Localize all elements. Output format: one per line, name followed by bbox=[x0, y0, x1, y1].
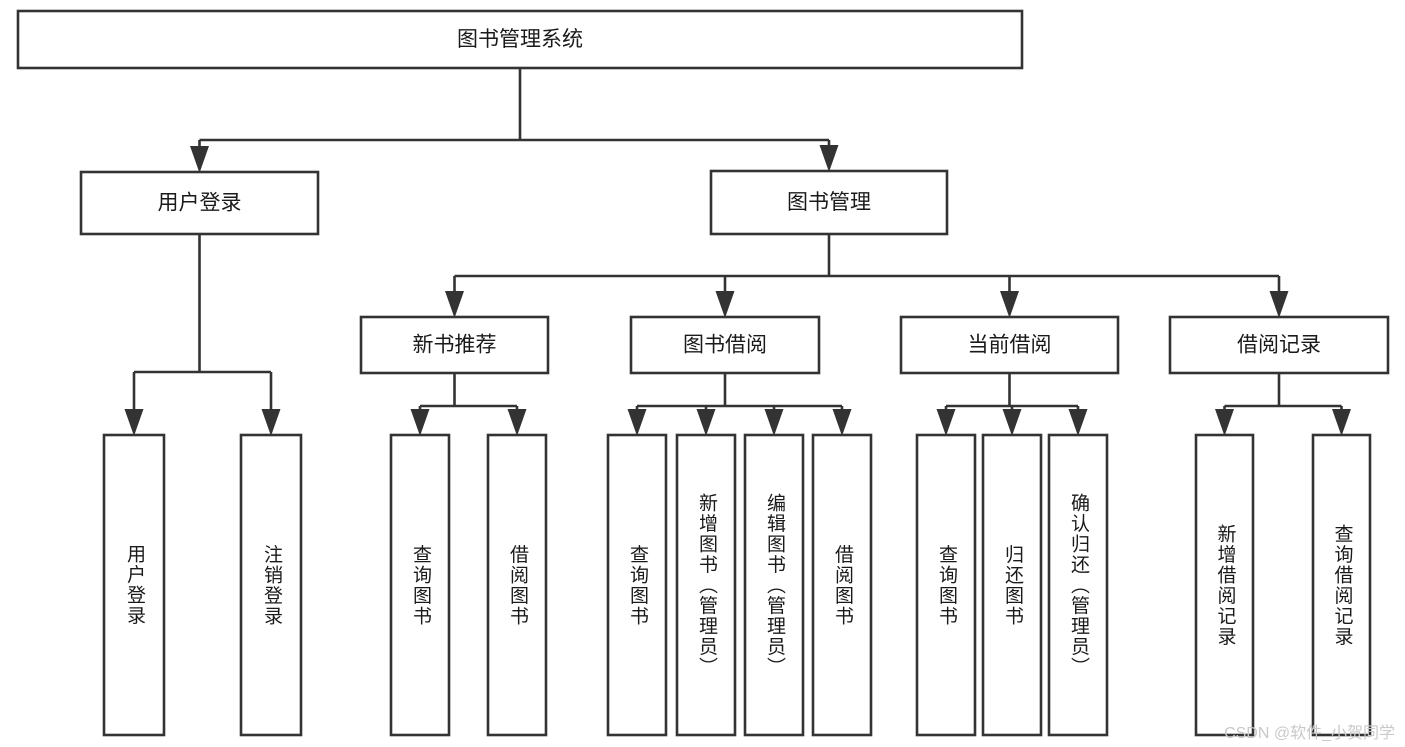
node-box bbox=[606, 433, 668, 737]
edge-arrowhead bbox=[1332, 409, 1351, 436]
node-box bbox=[359, 315, 550, 375]
edge-arrowhead bbox=[627, 409, 647, 436]
node-box bbox=[1194, 433, 1255, 737]
edge-arrowhead bbox=[507, 409, 527, 436]
node-box bbox=[743, 433, 805, 737]
node-leaf-user-login[interactable]: 用户登录 bbox=[102, 433, 166, 737]
node-leaf-query-book-2[interactable]: 查询图书 bbox=[606, 433, 668, 737]
node-book-manage[interactable]: 图书管理 bbox=[709, 169, 949, 236]
node-user-login[interactable]: 用户登录 bbox=[79, 170, 320, 236]
node-box bbox=[239, 433, 303, 737]
node-leaf-return-book[interactable]: 归还图书 bbox=[981, 433, 1043, 737]
node-label: 编辑图书（管理员） bbox=[764, 493, 786, 678]
node-label: 借阅记录 bbox=[1237, 334, 1321, 357]
node-borrow-record[interactable]: 借阅记录 bbox=[1168, 315, 1390, 375]
node-leaf-borrow-book-2[interactable]: 借阅图书 bbox=[811, 433, 873, 737]
node-leaf-query-record[interactable]: 查询借阅记录 bbox=[1311, 433, 1372, 737]
node-new-book-rec[interactable]: 新书推荐 bbox=[359, 315, 550, 375]
nodes-layer: 图书管理系统用户登录图书管理新书推荐图书借阅当前借阅借阅记录用户登录注销登录查询… bbox=[16, 9, 1390, 737]
edge-arrowhead bbox=[1215, 409, 1234, 436]
edge-arrowhead bbox=[764, 409, 784, 436]
edge-arrowhead bbox=[1068, 409, 1088, 436]
node-leaf-logout[interactable]: 注销登录 bbox=[239, 433, 303, 737]
edges-layer bbox=[124, 68, 1351, 436]
node-label: 新书推荐 bbox=[413, 334, 497, 357]
node-label: 新增借阅记录 bbox=[1214, 523, 1236, 646]
node-label: 确认归还（管理员） bbox=[1068, 493, 1090, 678]
node-box bbox=[1311, 433, 1372, 737]
node-leaf-add-book[interactable]: 新增图书（管理员） bbox=[675, 433, 737, 737]
node-label: 借阅图书 bbox=[507, 544, 529, 626]
node-leaf-edit-book[interactable]: 编辑图书（管理员） bbox=[743, 433, 805, 737]
node-leaf-query-book-3[interactable]: 查询图书 bbox=[915, 433, 977, 737]
edge-arrowhead bbox=[715, 291, 735, 318]
node-label: 归还图书 bbox=[1002, 544, 1024, 626]
node-label: 注销登录 bbox=[261, 544, 283, 626]
node-box bbox=[915, 433, 977, 737]
node-box bbox=[16, 9, 1024, 70]
node-label: 图书管理 bbox=[787, 191, 871, 214]
node-label: 查询图书 bbox=[410, 544, 432, 626]
edge-arrowhead bbox=[1000, 291, 1019, 318]
node-leaf-query-book-1[interactable]: 查询图书 bbox=[389, 433, 451, 737]
node-leaf-add-record[interactable]: 新增借阅记录 bbox=[1194, 433, 1255, 737]
node-box bbox=[1168, 315, 1390, 375]
node-leaf-borrow-book-1[interactable]: 借阅图书 bbox=[486, 433, 548, 737]
node-box bbox=[102, 433, 166, 737]
node-leaf-confirm-return[interactable]: 确认归还（管理员） bbox=[1047, 433, 1109, 737]
node-label: 查询借阅记录 bbox=[1331, 523, 1353, 646]
edge-arrowhead bbox=[1269, 291, 1289, 318]
node-label: 查询图书 bbox=[936, 544, 958, 626]
node-box bbox=[811, 433, 873, 737]
node-root[interactable]: 图书管理系统 bbox=[16, 9, 1024, 70]
node-label: 用户登录 bbox=[124, 544, 146, 626]
node-box bbox=[899, 315, 1120, 375]
node-box bbox=[981, 433, 1043, 737]
watermark-text: CSDN @软件_小贺同学 bbox=[1224, 725, 1395, 742]
node-label: 图书管理系统 bbox=[457, 28, 583, 51]
node-box bbox=[709, 169, 949, 236]
node-current-borrow[interactable]: 当前借阅 bbox=[899, 315, 1120, 375]
node-box bbox=[629, 315, 821, 375]
node-box bbox=[675, 433, 737, 737]
edge-arrowhead bbox=[696, 409, 716, 436]
node-box bbox=[79, 170, 320, 236]
edge-arrowhead bbox=[124, 409, 144, 436]
edge-arrowhead bbox=[261, 409, 281, 436]
edge-arrowhead bbox=[832, 409, 852, 436]
node-label: 借阅图书 bbox=[832, 544, 854, 626]
node-label: 用户登录 bbox=[158, 192, 242, 215]
node-label: 图书借阅 bbox=[683, 334, 767, 357]
node-box bbox=[486, 433, 548, 737]
edge-arrowhead bbox=[190, 146, 209, 173]
edge-arrowhead bbox=[445, 291, 464, 318]
node-box bbox=[389, 433, 451, 737]
node-label: 新增图书（管理员） bbox=[696, 493, 718, 678]
node-box bbox=[1047, 433, 1109, 737]
edge-arrowhead bbox=[1002, 409, 1022, 436]
edge-arrowhead bbox=[819, 145, 839, 172]
node-book-borrow[interactable]: 图书借阅 bbox=[629, 315, 821, 375]
edge-arrowhead bbox=[936, 409, 956, 436]
node-label: 当前借阅 bbox=[968, 334, 1052, 357]
node-label: 查询图书 bbox=[627, 544, 649, 626]
edge-arrowhead bbox=[410, 409, 430, 436]
